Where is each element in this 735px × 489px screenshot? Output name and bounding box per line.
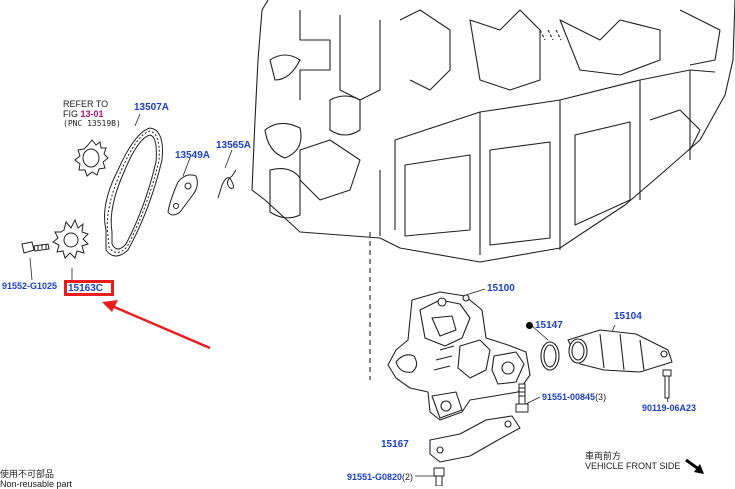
- refer-pnc: (PNC 13519B): [63, 119, 121, 128]
- oil-pump-bracket: [429, 415, 521, 463]
- bolt-91552: [21, 241, 50, 254]
- part-91551-G0820-row: 91551-G0820(2): [347, 471, 413, 483]
- part-15163C-label[interactable]: 15163C: [68, 283, 104, 294]
- part-13549A-label[interactable]: 13549A: [175, 150, 211, 161]
- bolt-90119: [662, 369, 672, 399]
- timing-chain: [104, 127, 163, 257]
- bolt-91551-G0820: [433, 467, 445, 486]
- engine-block: [251, 0, 735, 380]
- cam-sprocket: [74, 139, 109, 177]
- vehicle-front-en: VEHICLE FRONT SIDE: [585, 461, 681, 471]
- fig-reference-link[interactable]: 13-01: [80, 109, 104, 119]
- highlight-pointer-arrow: [102, 300, 211, 350]
- part-91551-00845-label[interactable]: 91551-00845: [542, 392, 596, 402]
- part-15147-row: 15147: [526, 320, 563, 332]
- vehicle-front-note: 車両前方 VEHICLE FRONT SIDE: [585, 451, 680, 471]
- legend-jp: 使用不可部品: [0, 469, 55, 479]
- refer-note: REFER TO FIG 13-01 (PNC 13519B): [63, 99, 121, 129]
- bolt-91551-00845: [515, 383, 529, 413]
- part-15147-label[interactable]: 15147: [535, 320, 563, 331]
- oil-strainer: [567, 329, 673, 373]
- part-15167-label[interactable]: 15167: [381, 439, 409, 450]
- legend-en: Non-reusable part: [0, 479, 73, 489]
- non-reusable-dot-icon: [526, 322, 533, 329]
- part-91552-label[interactable]: 91552-G1025: [2, 281, 58, 291]
- refer-line2: FIG 13-01: [63, 109, 121, 119]
- legend-note: 使用不可部品 Non-reusable part: [0, 469, 72, 489]
- vehicle-front-jp: 車両前方: [585, 451, 622, 461]
- vehicle-front-arrow-icon: [685, 458, 704, 474]
- refer-line1: REFER TO: [63, 99, 109, 109]
- chain-tensioner: [167, 174, 198, 216]
- oil-pump: [387, 291, 531, 421]
- part-91551-G0820-label[interactable]: 91551-G0820: [347, 472, 403, 482]
- part-13565A-label[interactable]: 13565A: [216, 140, 252, 151]
- o-ring: [540, 341, 560, 371]
- part-91551-G0820-qty: (2): [402, 472, 414, 482]
- refer-fig-prefix: FIG: [63, 109, 81, 119]
- part-15104-label[interactable]: 15104: [614, 311, 642, 322]
- tensioner-spring: [217, 169, 237, 199]
- part-91551-00845-row: 91551-00845(3): [542, 391, 606, 403]
- part-15100-label[interactable]: 15100: [487, 283, 515, 294]
- highlight-box: [64, 280, 114, 296]
- crank-sprocket: [52, 218, 89, 259]
- part-91551-00845-qty: (3): [595, 392, 607, 402]
- part-13507A-label[interactable]: 13507A: [134, 102, 170, 113]
- part-90119-label[interactable]: 90119-06A23: [642, 403, 697, 413]
